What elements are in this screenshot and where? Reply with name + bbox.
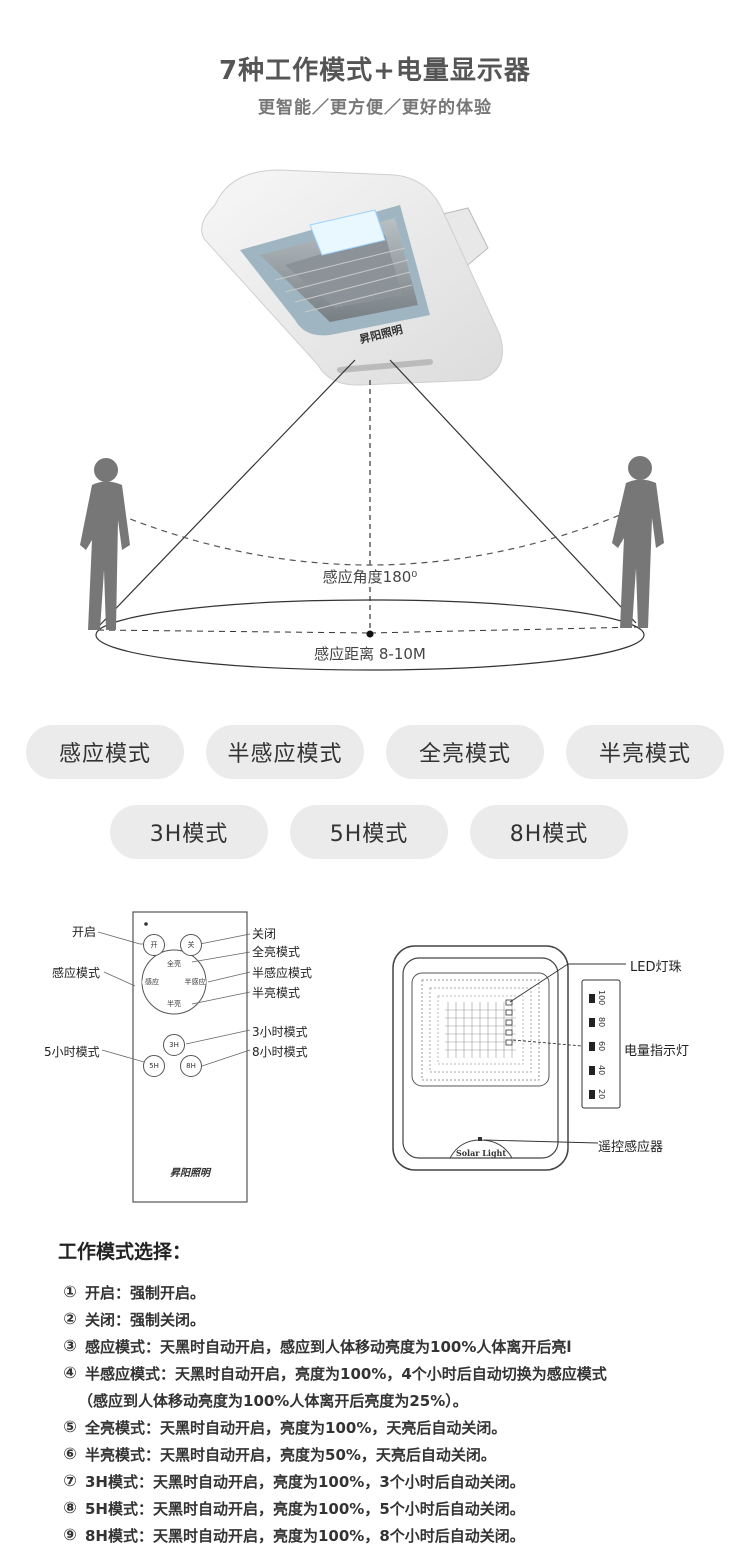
remote-3h-button[interactable]: 3H <box>163 1034 185 1056</box>
led-beads-label: LED灯珠 <box>630 960 682 975</box>
battery-indicator-label: 电量指示灯 <box>624 1044 690 1059</box>
battery-level-80: 80 <box>589 1010 617 1034</box>
remote-sensor-label: 遥控感应器 <box>598 1140 664 1155</box>
lamp-front-diagram: Solar Light <box>392 945 626 1171</box>
lamp-solar-text: Solar Light <box>456 1148 506 1158</box>
remote-label-full: 全亮模式 <box>252 945 301 959</box>
sensing-distance-label: 感应距离 8-10M <box>300 643 440 664</box>
remote-label-on: 开启 <box>72 925 97 939</box>
remote-full-button[interactable]: 全亮 <box>164 957 184 971</box>
remote-brand: 昇阳照明 <box>170 1168 210 1179</box>
remote-label-half: 半亮模式 <box>252 986 301 1000</box>
remote-off-button[interactable]: 关 <box>180 934 202 956</box>
page-title: 7种工作模式+电量显示器 <box>219 56 531 86</box>
mode-item-continuation: （感应到人体移动亮度为100%人体离开后亮度为25%）。 <box>78 1392 468 1410</box>
remote-label-5h: 5小时模式 <box>44 1045 100 1059</box>
mode-button-sense[interactable]: 感应模式 <box>26 725 184 779</box>
mode-button-half[interactable]: 半亮模式 <box>566 725 724 779</box>
mode-button-half-sense[interactable]: 半感应模式 <box>206 725 364 779</box>
remote-label-off: 关闭 <box>252 927 277 941</box>
page-subtitle: 更智能／更方便／更好的体验 <box>258 98 492 118</box>
remote-8h-button[interactable]: 8H <box>180 1055 202 1077</box>
mode-button-5h[interactable]: 5H模式 <box>290 805 448 859</box>
person-left-icon <box>80 458 130 630</box>
remote-sense-button[interactable]: 感应 <box>142 975 162 989</box>
remote-label-8h: 8小时模式 <box>252 1045 308 1059</box>
remote-on-button[interactable]: 开 <box>143 934 165 956</box>
sensing-angle-arc <box>119 514 621 566</box>
remote-half-sense-button[interactable]: 半感应 <box>184 975 206 989</box>
modes-section-title: 工作模式选择： <box>58 1241 192 1263</box>
solar-lamp-image: 昇阳照明 <box>201 169 503 386</box>
remote-5h-button[interactable]: 5H <box>143 1055 165 1077</box>
sensor-range-illustration: 昇阳照明 <box>80 169 664 671</box>
sensing-angle-label: 感应角度180⁰ <box>300 566 440 587</box>
sensing-range-ellipse <box>95 599 645 671</box>
mode-button-full[interactable]: 全亮模式 <box>386 725 544 779</box>
battery-level-100: 100 <box>589 986 617 1010</box>
battery-level-list: 100 80 60 40 20 <box>589 986 617 1106</box>
battery-level-60: 60 <box>589 1034 617 1058</box>
battery-level-20: 20 <box>589 1082 617 1106</box>
battery-level-40: 40 <box>589 1058 617 1082</box>
mode-button-3h[interactable]: 3H模式 <box>110 805 268 859</box>
remote-half-button[interactable]: 半亮 <box>164 997 184 1011</box>
person-right-icon <box>612 456 664 628</box>
remote-label-3h: 3小时模式 <box>252 1025 308 1039</box>
remote-label-half-sense: 半感应模式 <box>252 966 313 980</box>
mode-button-8h[interactable]: 8H模式 <box>470 805 628 859</box>
remote-label-sense: 感应模式 <box>52 966 101 980</box>
sensor-cone <box>97 359 637 635</box>
